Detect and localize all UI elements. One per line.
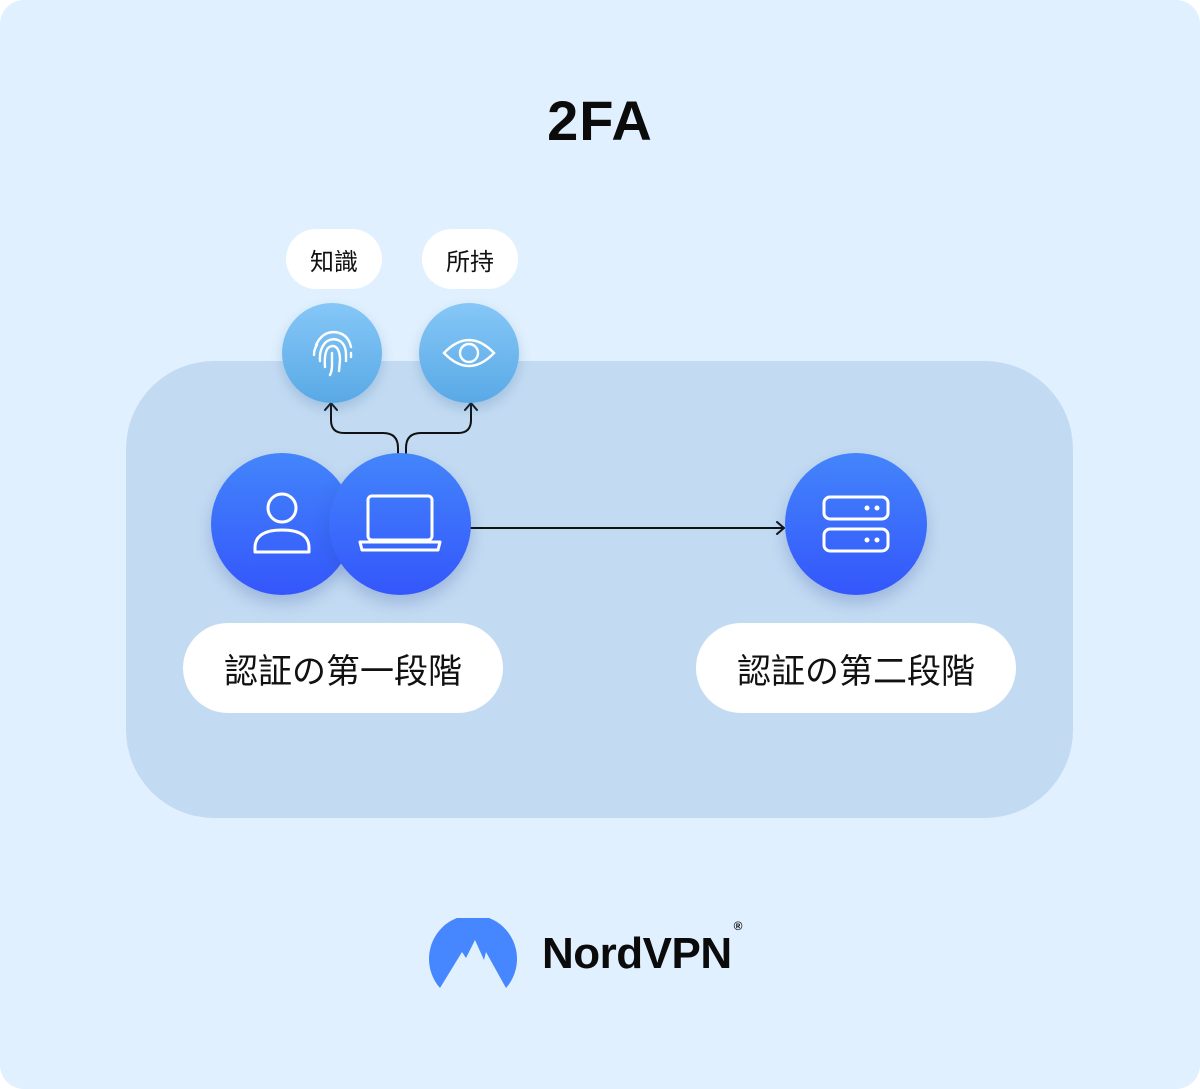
server-node	[785, 453, 927, 595]
nordvpn-logo: NordVPN®	[428, 918, 742, 990]
brand-text: NordVPN	[542, 929, 732, 978]
connector-to-knowledge	[330, 403, 399, 457]
diagram-title: 2FA	[547, 89, 653, 152]
connector-to-possession	[405, 403, 472, 457]
user-icon	[253, 492, 311, 554]
arrowhead-server	[776, 521, 785, 535]
registered-mark: ®	[733, 919, 743, 933]
stage-label-second: 認証の第二段階	[696, 623, 1016, 713]
factor-label-possession: 所持	[422, 229, 518, 289]
factor-label-knowledge: 知識	[286, 229, 382, 289]
eye-icon	[442, 338, 496, 368]
nordvpn-mountain-logo-icon	[429, 918, 517, 988]
arrowhead-knowledge	[324, 402, 338, 411]
arrowhead-possession	[464, 402, 478, 411]
fingerprint-icon	[312, 330, 353, 377]
server-icon	[822, 495, 890, 553]
device-node	[329, 453, 471, 595]
stage-label-first: 認証の第一段階	[183, 623, 503, 713]
possession-factor-circle	[419, 303, 519, 403]
knowledge-factor-circle	[282, 303, 382, 403]
brand-name: NordVPN®	[542, 919, 742, 979]
laptop-icon	[358, 494, 442, 552]
